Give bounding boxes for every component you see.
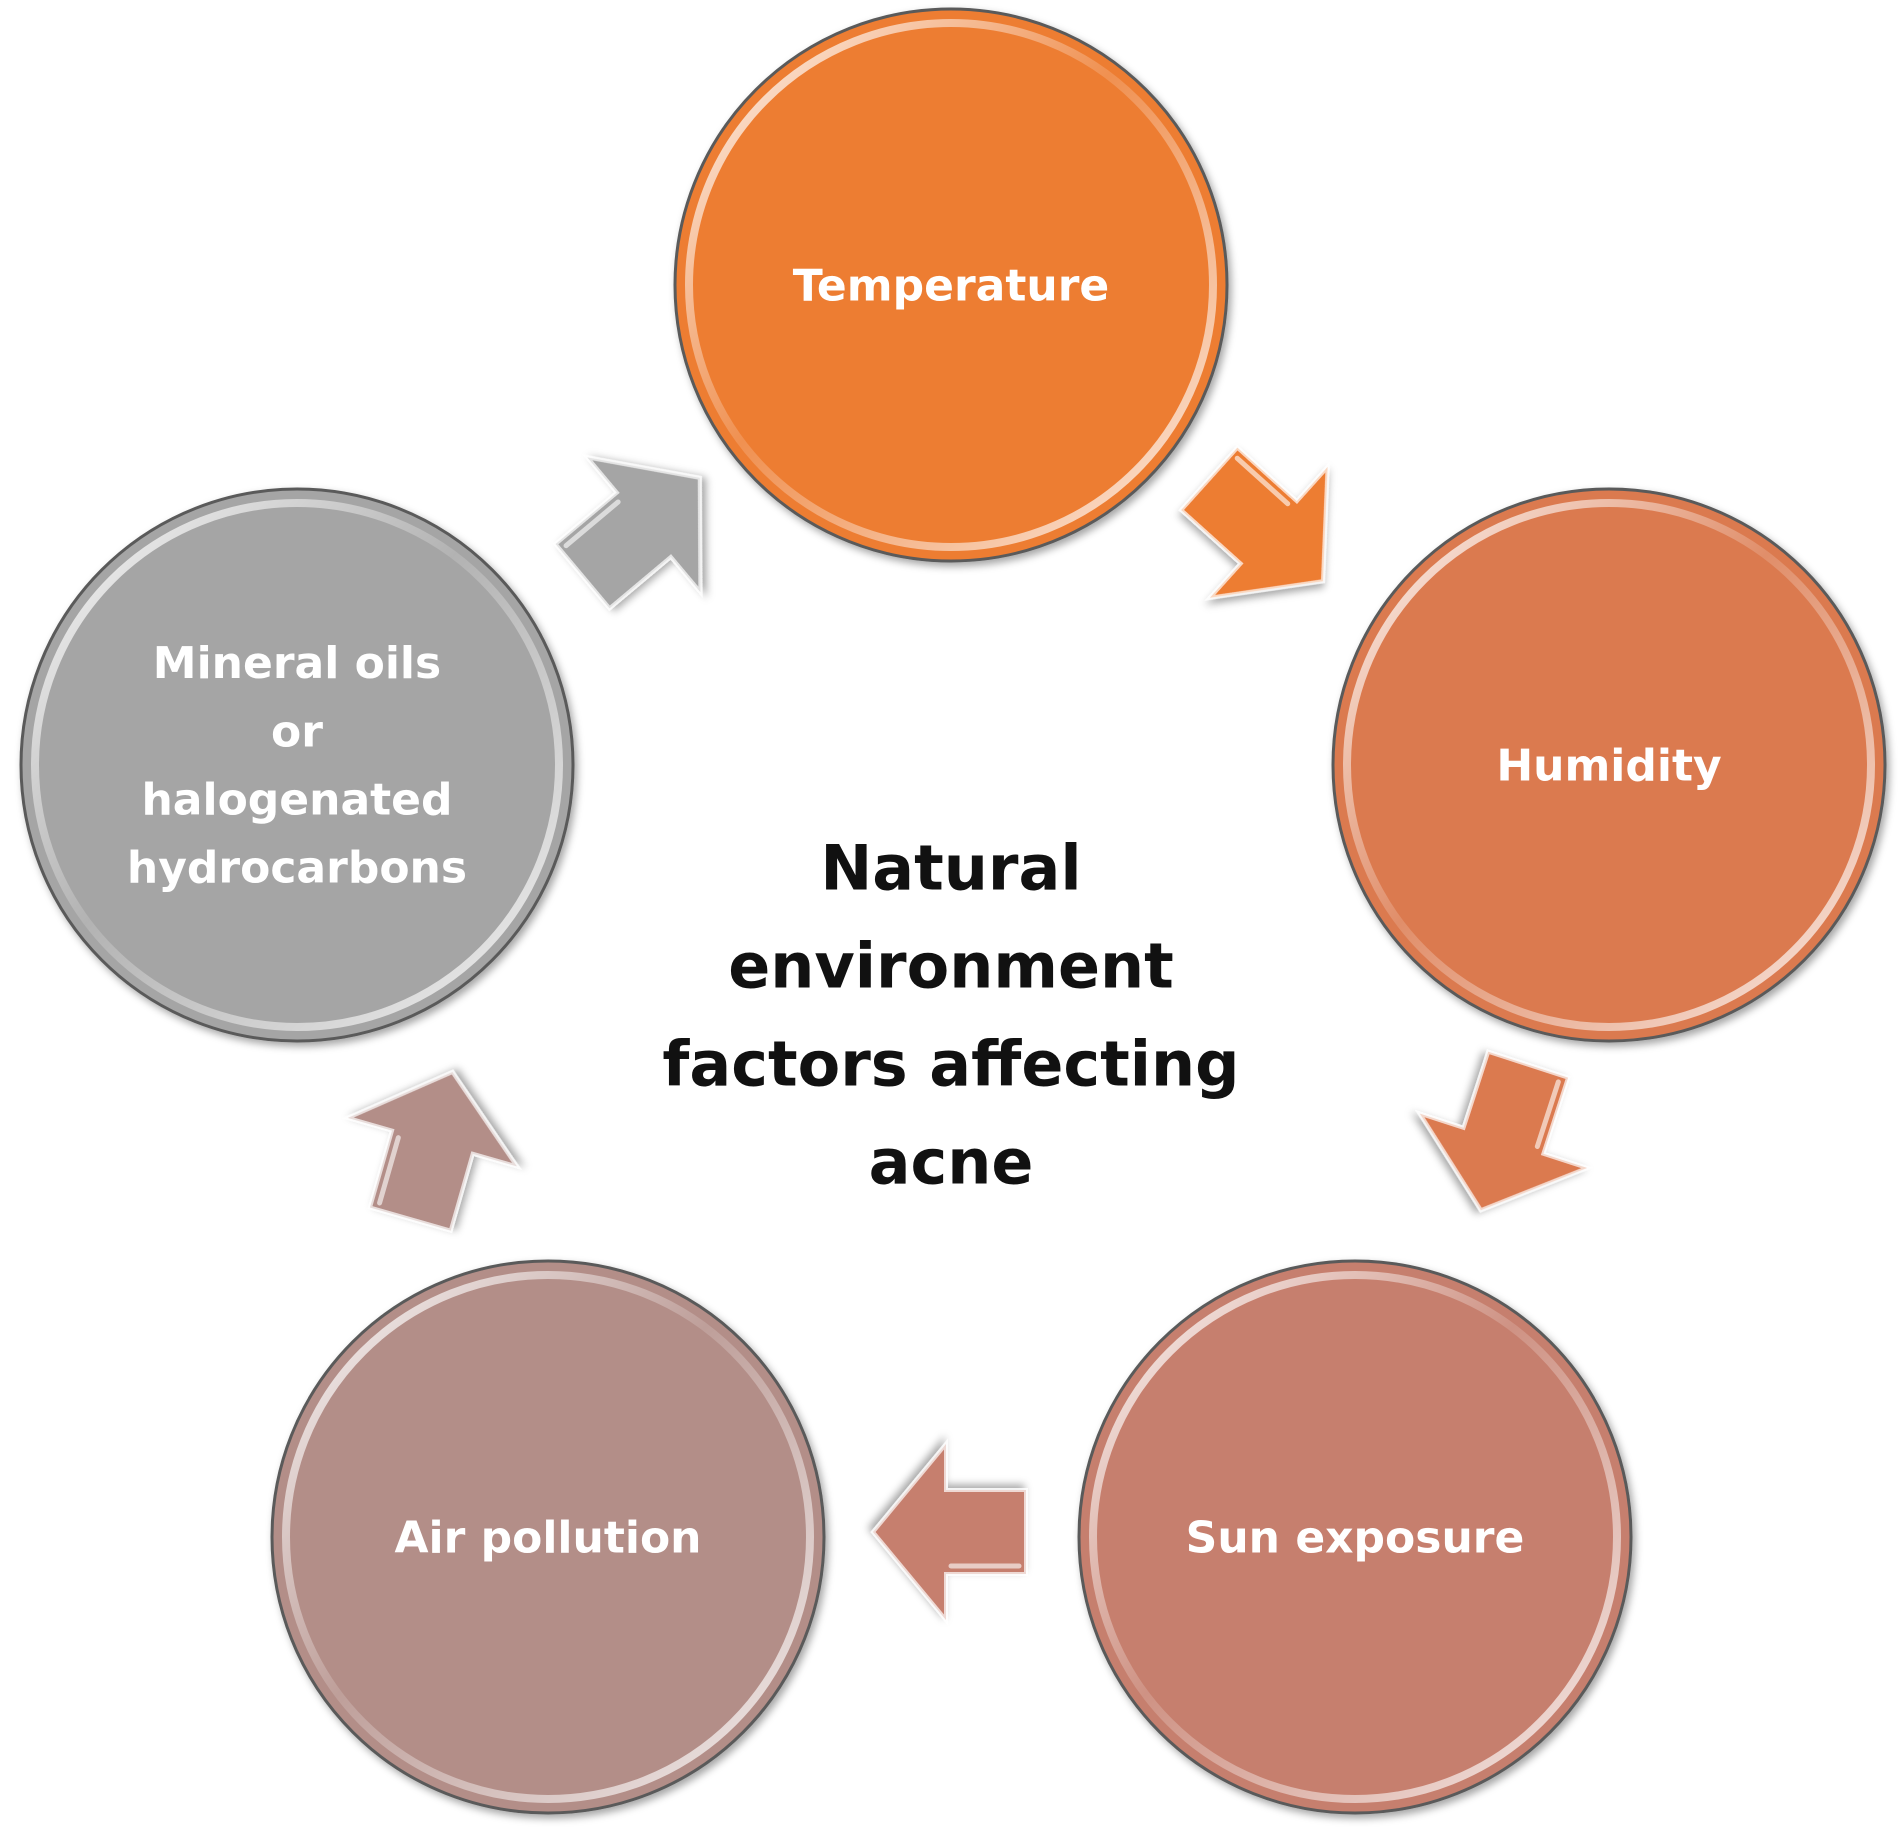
diagram-center-title: Natural environment factors affecting acne [662, 832, 1239, 1199]
node-circle [673, 7, 1229, 563]
node-rim-highlight [31, 499, 563, 1031]
arrows-layer [341, 444, 1594, 1626]
node-label-line: hydrocarbons [127, 843, 467, 894]
arrow-shape [552, 454, 703, 612]
node-temperature: Temperature [673, 7, 1229, 563]
arrow-highlight [563, 499, 621, 549]
node-rim-highlight [282, 1271, 814, 1803]
arrow-mineral-oils-to-temperature [552, 454, 703, 612]
node-label-line: Sun exposure [1186, 1512, 1525, 1563]
arrow-temperature-to-humidity [1178, 444, 1330, 601]
node-label-line: Temperature [793, 260, 1110, 311]
center-title-line: Natural [820, 832, 1081, 905]
arrow-shape [1178, 444, 1330, 601]
center-title-line: acne [869, 1126, 1034, 1199]
node-label-line: Humidity [1496, 740, 1721, 791]
arrow-shape [1415, 1049, 1594, 1213]
node-humidity: Humidity [1331, 487, 1887, 1043]
node-label-line: Mineral oils [153, 638, 441, 689]
node-label: Mineral oils or halogenated hydrocarbons [127, 638, 467, 894]
node-rim-highlight [1089, 1271, 1621, 1803]
node-air-pollution: Air pollution [270, 1259, 826, 1815]
center-title-line: factors affecting [662, 1028, 1239, 1101]
arrow-shape [870, 1438, 1028, 1626]
node-label: Humidity [1496, 740, 1721, 791]
arrow-shape [341, 1069, 522, 1234]
node-label: Temperature [793, 260, 1110, 311]
node-label-line: halogenated [141, 775, 452, 826]
node-rim-highlight [1343, 499, 1875, 1031]
node-label: Air pollution [394, 1512, 701, 1563]
node-circle [270, 1259, 826, 1815]
node-circle [19, 487, 575, 1043]
arrow-highlight [1534, 1079, 1561, 1150]
center-title-line: environment [728, 930, 1174, 1003]
node-mineral-oils: Mineral oils or halogenated hydrocarbons [19, 487, 575, 1043]
node-label-line: or [271, 706, 323, 757]
arrow-highlight [1234, 455, 1291, 507]
node-circle [1331, 487, 1887, 1043]
arrow-air-pollution-to-mineral-oils [341, 1069, 522, 1234]
node-sun-exposure: Sun exposure [1077, 1259, 1633, 1815]
arrow-sun-exposure-to-air-pollution [870, 1438, 1028, 1626]
node-rim-highlight [685, 19, 1217, 551]
node-label-line: Air pollution [394, 1512, 701, 1563]
node-circle [1077, 1259, 1633, 1815]
node-label: Sun exposure [1186, 1512, 1525, 1563]
arrow-humidity-to-sun-exposure [1415, 1049, 1594, 1213]
arrow-highlight [377, 1135, 401, 1206]
